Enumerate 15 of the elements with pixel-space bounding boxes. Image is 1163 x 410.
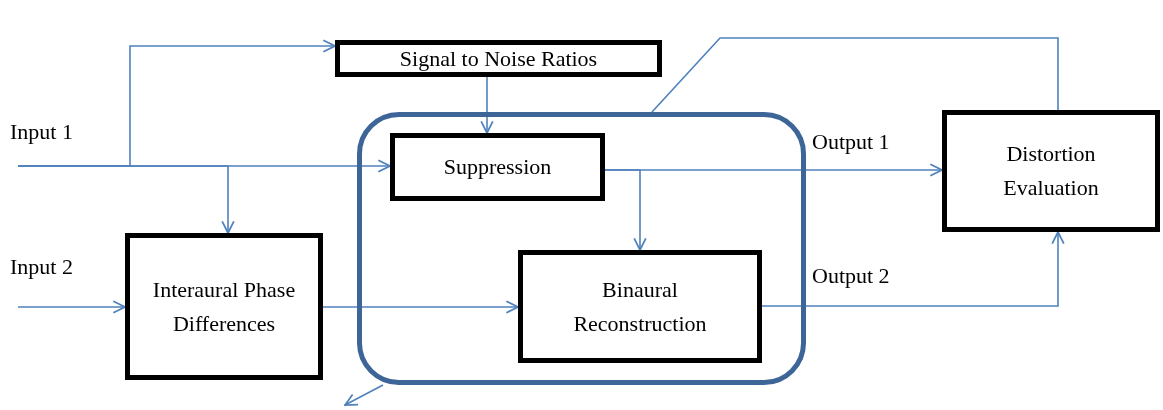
arrow — [17, 165, 235, 234]
process-box: Interaural Phase Differences — [125, 233, 323, 380]
arrow — [604, 169, 647, 251]
rounded-group-frame — [357, 112, 806, 385]
arrow — [17, 300, 126, 314]
input-label: Input 2 — [10, 253, 73, 281]
process-box: Binaural Reconstruction — [518, 250, 762, 363]
process-box: Suppression — [390, 133, 605, 201]
arrow — [344, 384, 384, 406]
arrow — [480, 76, 494, 134]
arrow — [761, 231, 1065, 307]
process-box: Signal to Noise Ratios — [335, 40, 662, 77]
arrow — [322, 300, 519, 314]
input-label: Input 1 — [10, 118, 73, 146]
process-box: Distortion Evaluation — [942, 110, 1160, 232]
